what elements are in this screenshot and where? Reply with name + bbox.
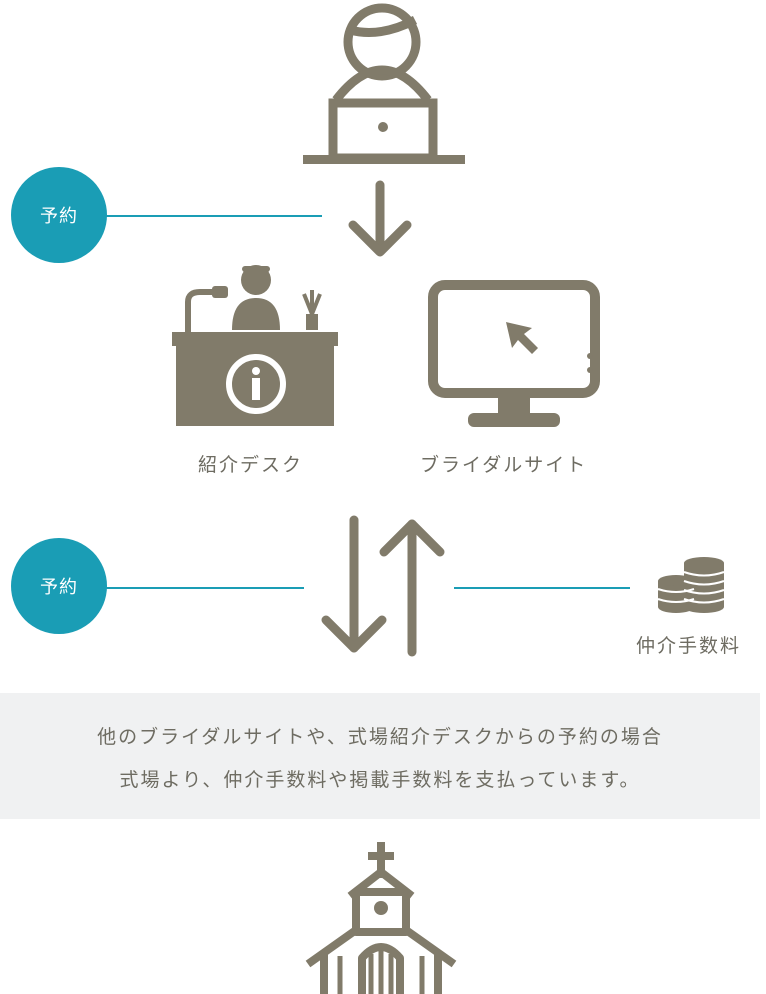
connector-line-top	[106, 215, 322, 217]
user-laptop-icon	[303, 3, 465, 164]
monitor-icon	[428, 280, 600, 427]
coins-icon	[657, 557, 725, 613]
note-line-2: 式場より、仲介手数料や掲載手数料を支払っています。	[119, 769, 641, 791]
connector-line-right	[454, 587, 630, 589]
reservation-badge-middle: 予約	[11, 538, 107, 634]
note-line-1: 他のブライダルサイトや、式場紹介デスクからの予約の場合	[97, 726, 663, 748]
chapel-icon	[305, 842, 457, 994]
down-arrow-icon	[348, 180, 412, 257]
bridal-site-label: ブライダルサイト	[420, 454, 588, 476]
up-down-arrows-icon	[321, 515, 445, 657]
connector-line-left	[106, 587, 304, 589]
intro-desk-label: 紹介デスク	[198, 454, 304, 476]
info-desk-icon	[172, 265, 338, 426]
note-box: 他のブライダルサイトや、式場紹介デスクからの予約の場合 式場より、仲介手数料や掲…	[0, 693, 760, 819]
reservation-badge-top: 予約	[11, 167, 107, 263]
commission-fee-label: 仲介手数料	[636, 635, 742, 657]
